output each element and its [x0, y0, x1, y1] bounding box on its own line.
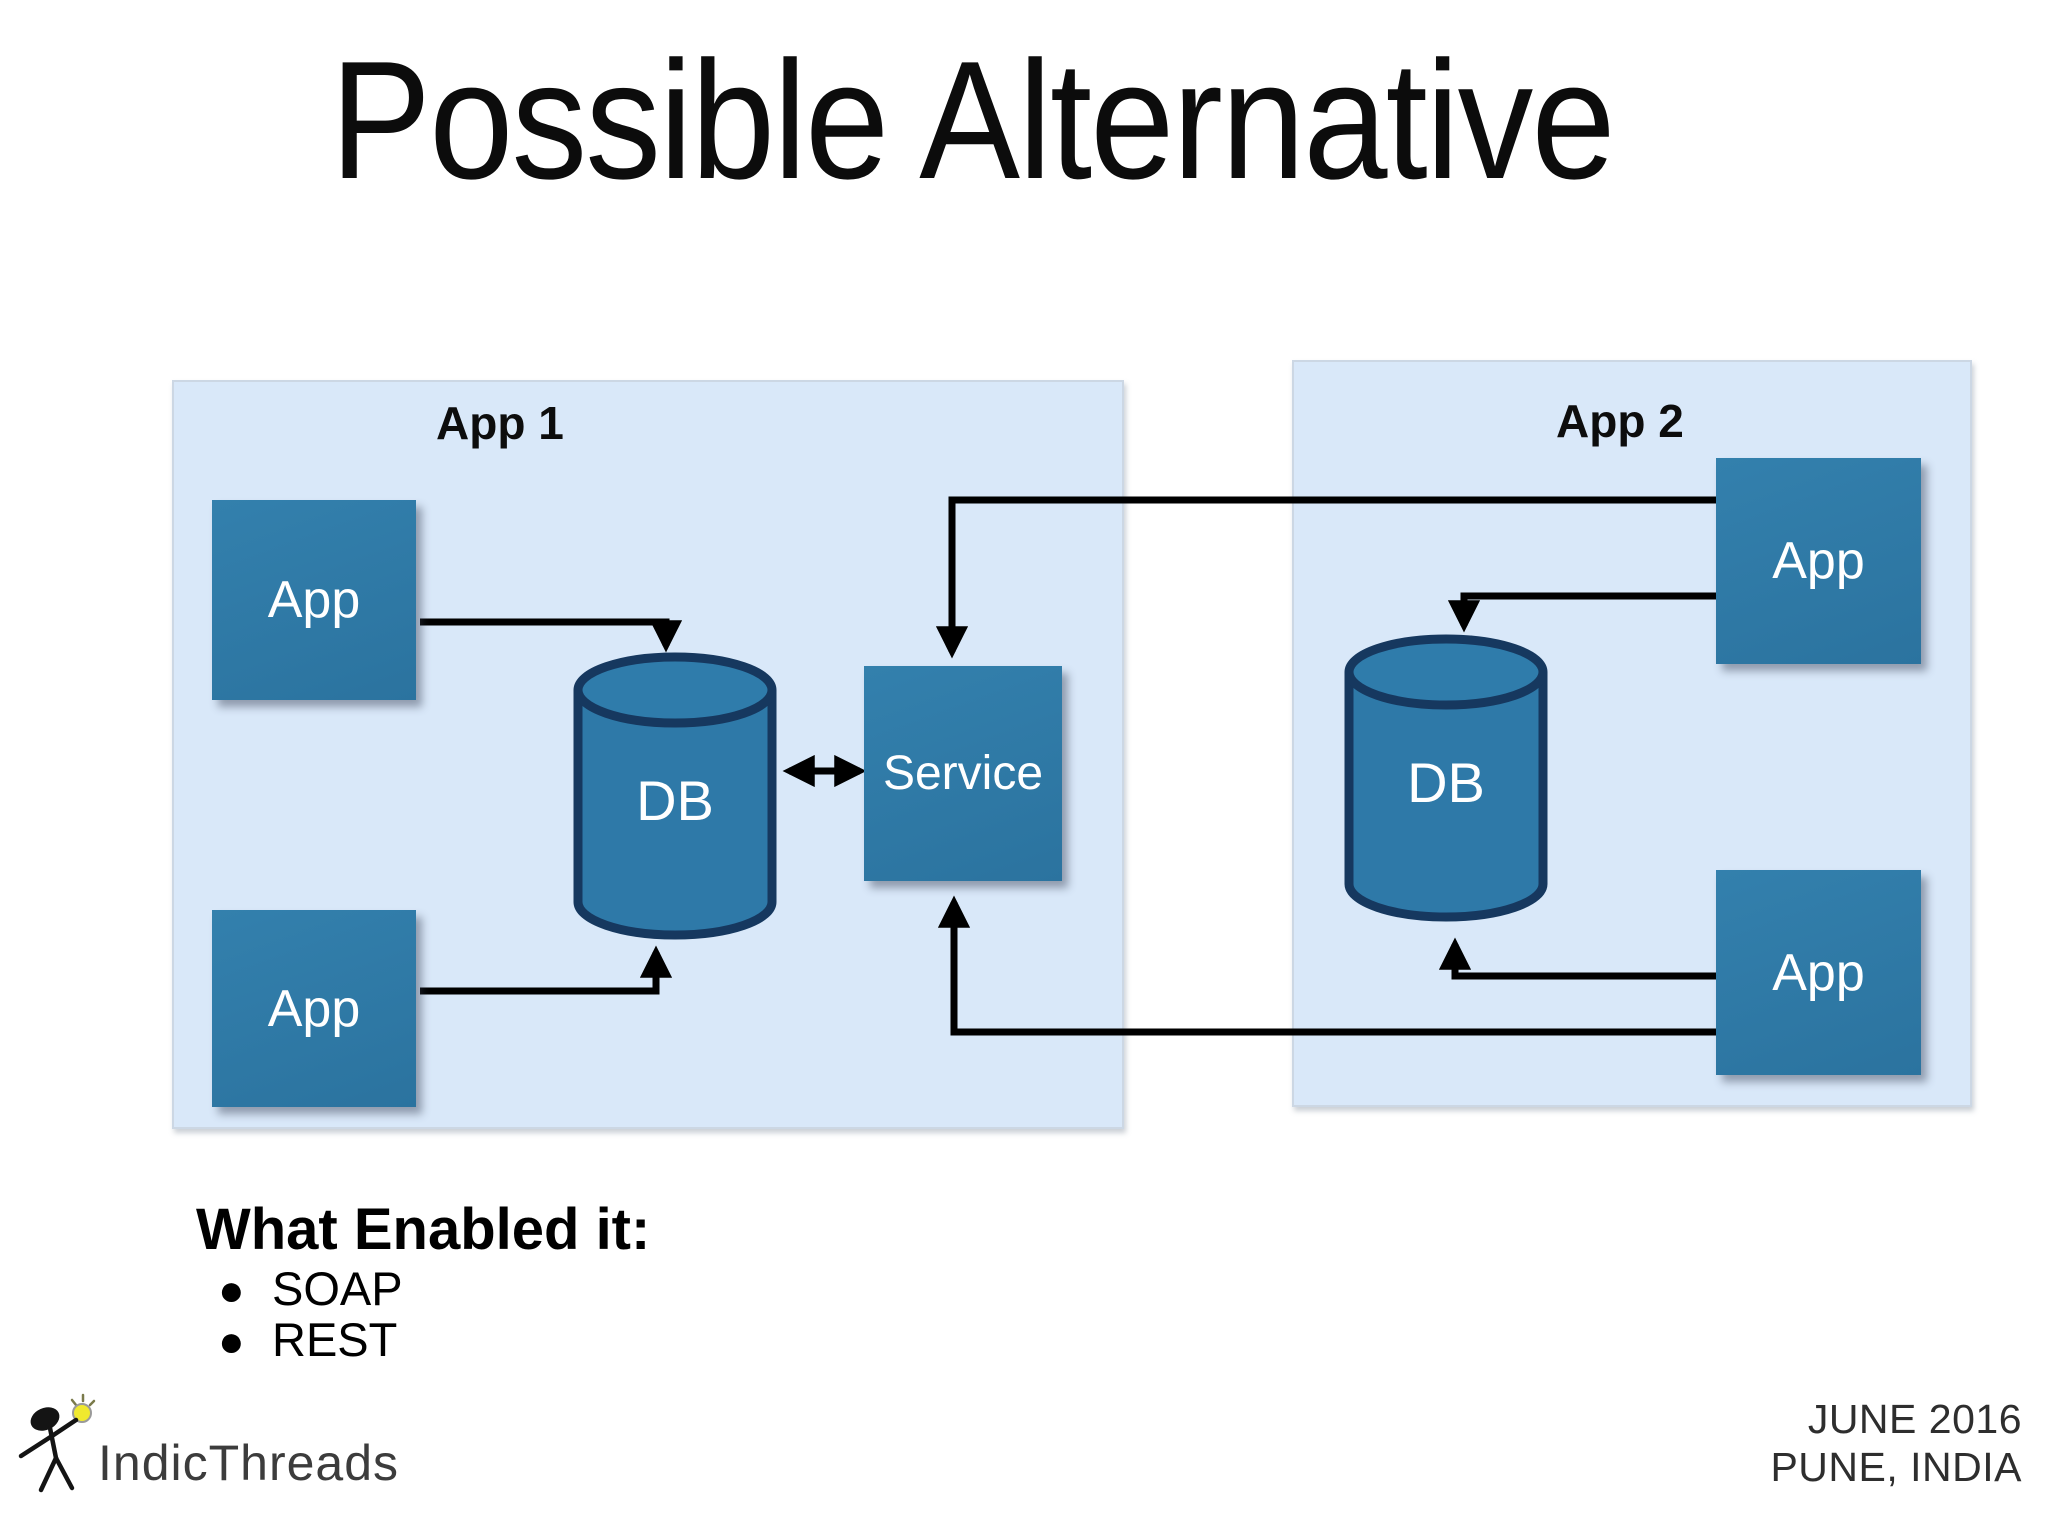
event-date: JUNE 2016 [1807, 1396, 2022, 1442]
page-title: Possible Alternative [330, 26, 1615, 214]
bullet-item-soap: ● SOAP [218, 1262, 403, 1315]
app2-app-box-bottom-label: App [1772, 943, 1865, 1002]
app1-db-cylinder: DB [563, 650, 787, 942]
app1-db-label: DB [636, 769, 714, 832]
db-cylinder-shape [1344, 634, 1548, 922]
indicthreads-logo: IndicThreads [16, 1392, 399, 1496]
app2-app-box-top-label: App [1772, 532, 1865, 590]
event-info: JUNE 2016 PUNE, INDIA [1770, 1396, 2022, 1492]
bullet-dot: ● [218, 1266, 245, 1315]
bullet-item-soap-label: SOAP [272, 1262, 403, 1315]
enabled-bullet-list: ● SOAP ● REST [218, 1262, 403, 1366]
bullet-dot: ● [218, 1316, 245, 1366]
stick-figure-bulb-icon [18, 1393, 96, 1493]
bullet-item-rest: ● REST [218, 1312, 403, 1366]
app1-app-box-top: App [212, 500, 416, 700]
app2-db-label: DB [1407, 751, 1485, 814]
enabled-heading: What Enabled it: [196, 1197, 651, 1262]
service-box: Service [864, 666, 1062, 881]
app1-app-box-top-label: App [267, 571, 361, 629]
app1-panel-label: App 1 [436, 397, 564, 449]
app2-app-box-bottom: App [1716, 870, 1921, 1075]
logo-text: IndicThreads [98, 1435, 400, 1491]
service-box-label: Service [882, 747, 1044, 800]
bullet-item-rest-label: REST [272, 1312, 398, 1366]
app1-app-box-bottom: App [212, 910, 416, 1107]
app2-db-cylinder: DB [1334, 632, 1558, 924]
app2-panel-label: App 2 [1556, 395, 1684, 447]
event-location: PUNE, INDIA [1770, 1443, 2022, 1490]
app1-app-box-bottom-label: App [267, 979, 361, 1038]
app2-app-box-top: App [1716, 458, 1921, 664]
db-cylinder-shape [573, 652, 777, 940]
